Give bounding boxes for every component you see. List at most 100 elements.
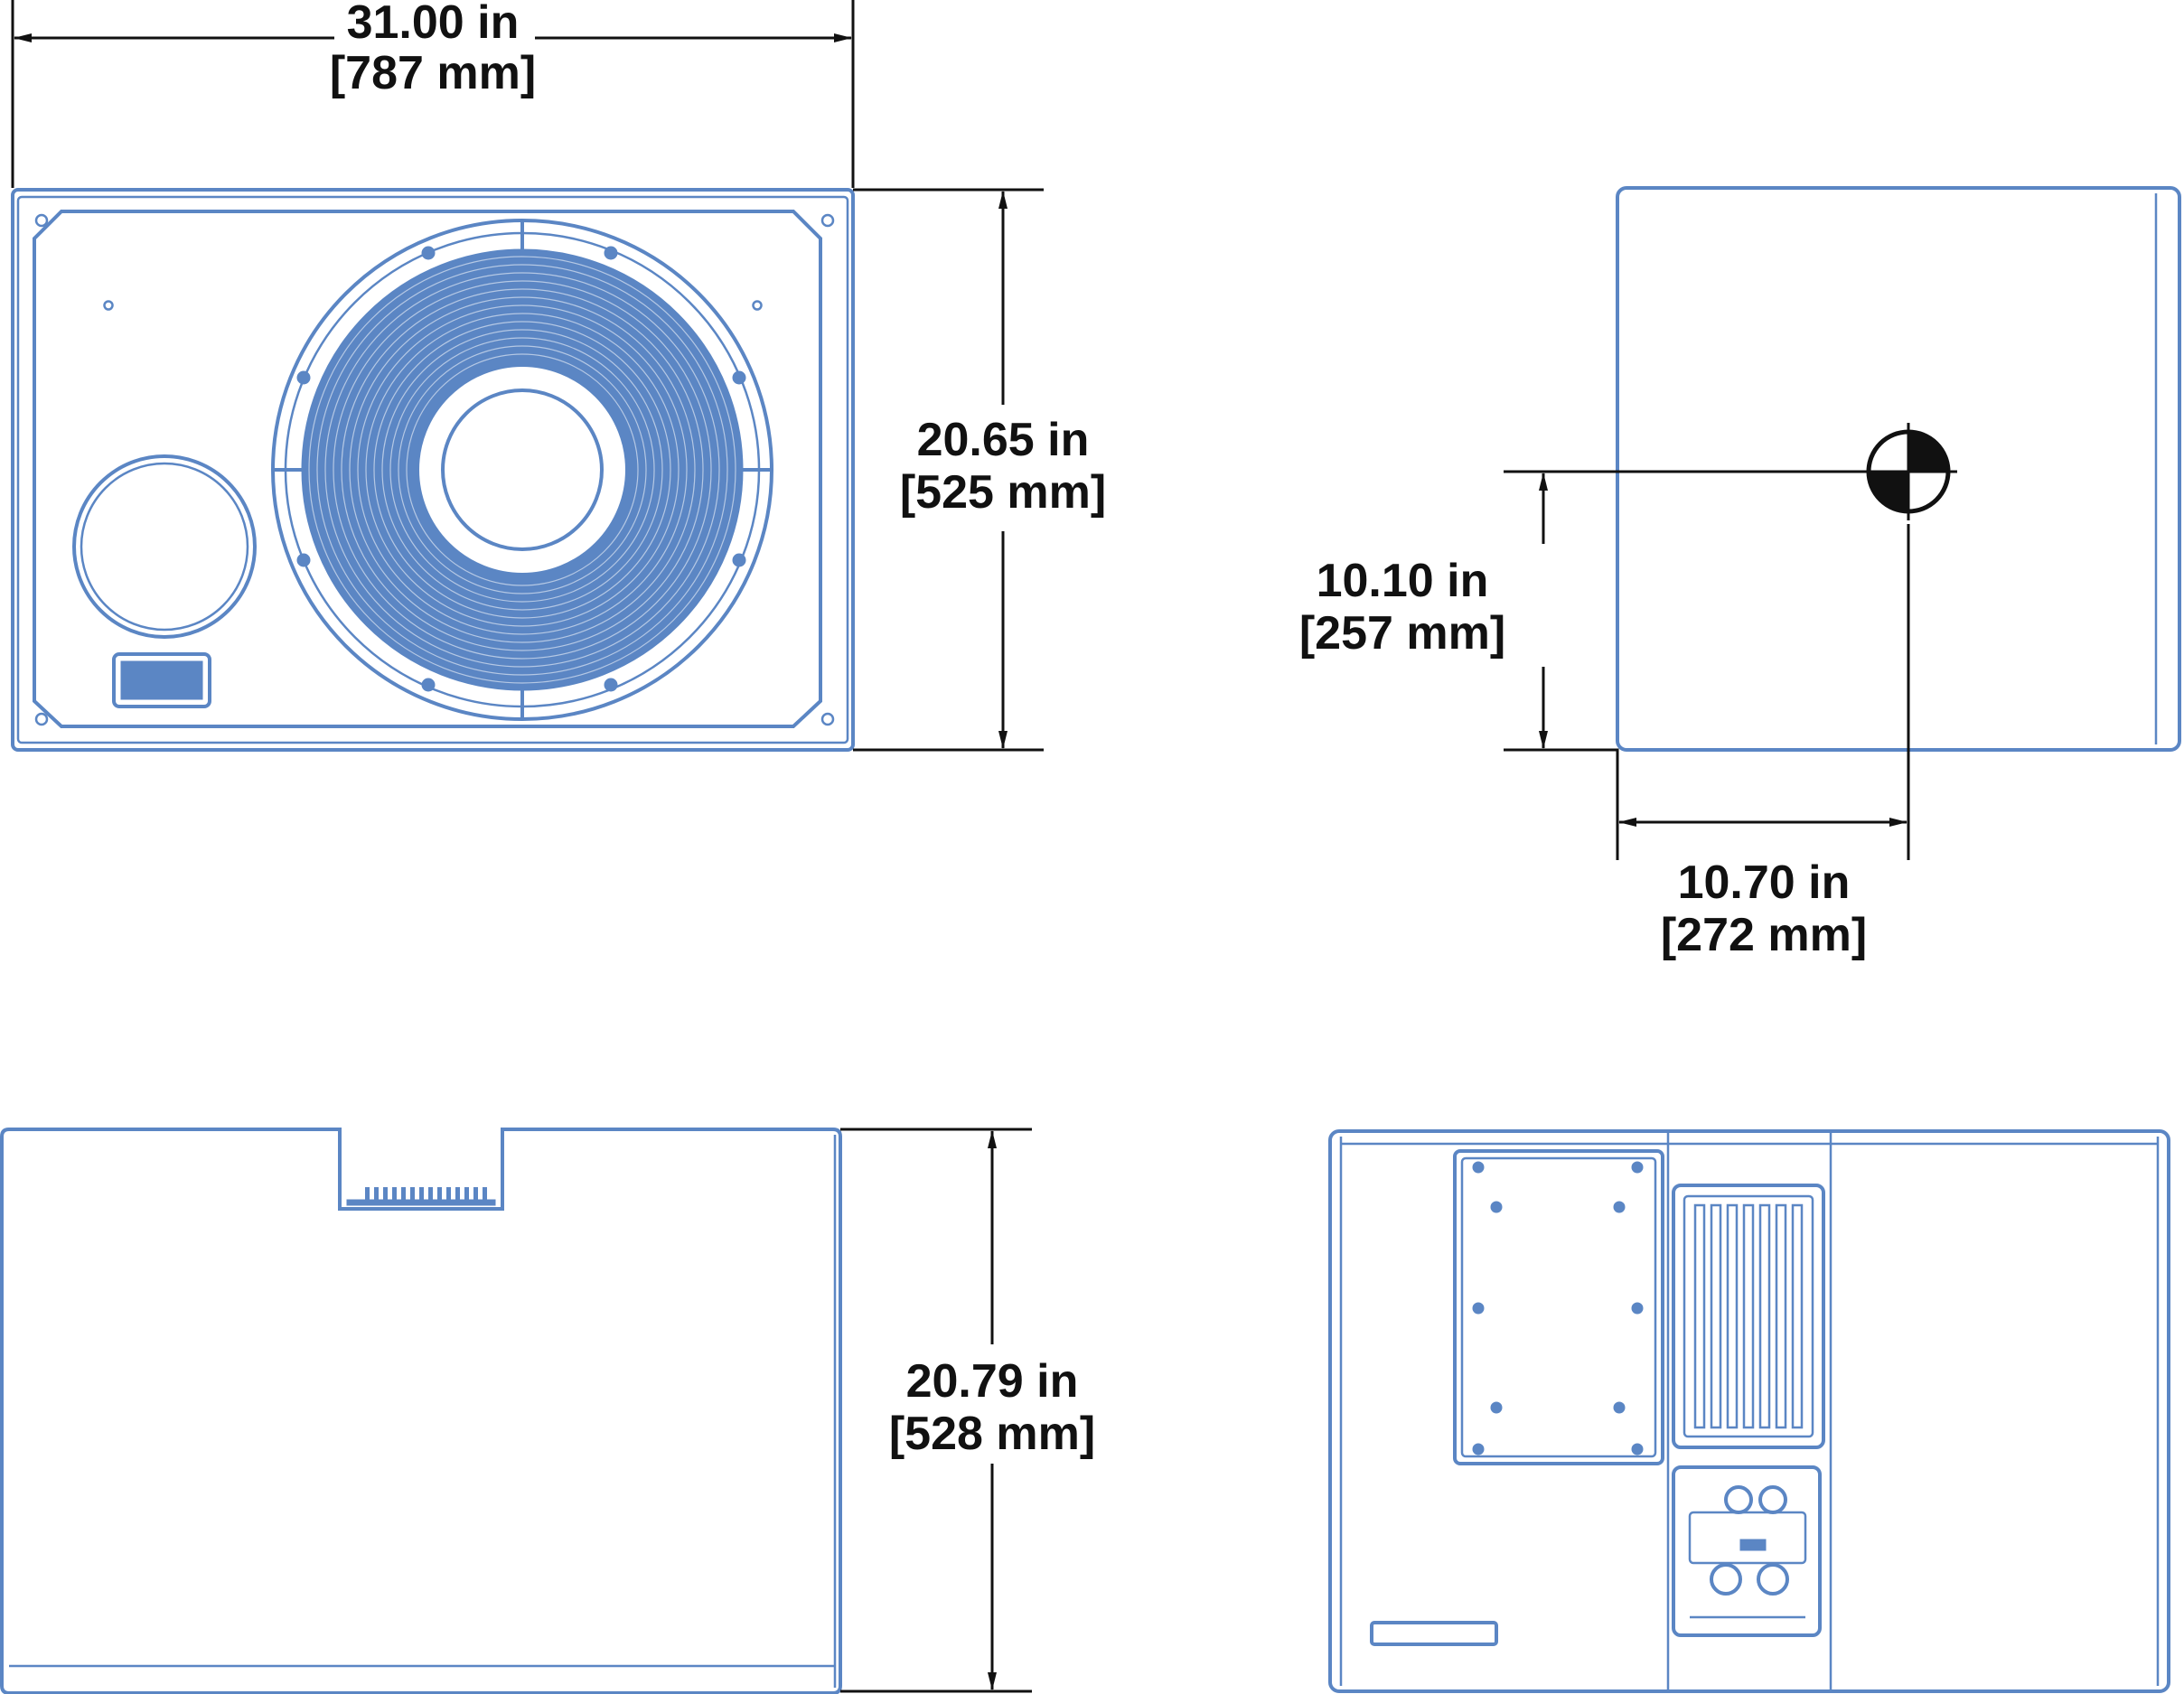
bass-port [72,454,257,639]
screw-icon [1472,1443,1485,1455]
front-cabinet-inner-edge [16,195,849,744]
heatsink-fin [365,1187,370,1202]
screw-icon [421,678,436,692]
connector-icon [1758,1485,1787,1514]
heatsink-fin [483,1187,487,1202]
rear-view [1328,1129,2170,1693]
screw-icon [820,712,835,726]
screw-icon [34,712,49,726]
bass-port-inner [80,462,249,632]
heatsink-fin [473,1187,478,1202]
cone-ring [398,345,647,594]
cone-ring [357,304,688,635]
screw-icon [1631,1443,1644,1455]
heatsink-fin [383,1187,388,1202]
amplifier-heatsink-inner [1683,1194,1814,1438]
rigging-plate [1453,1149,1664,1465]
cone-ring [349,296,696,643]
front-view: 31.00 in [787 mm] 20.65 in [525 mm] [11,0,1106,752]
input-panel-controls [1688,1511,1807,1565]
heatsink-fin [1775,1203,1787,1429]
screw-icon [1631,1302,1644,1315]
top-depth-mm: [528 mm] [889,1408,1095,1460]
heatsink-fin [455,1187,460,1202]
brand-badge-plate [120,660,203,700]
power-switch-icon [1739,1539,1767,1551]
top-view: 20.79 in [528 mm] [0,1128,1095,1694]
cone-ring [406,353,639,586]
top-depth-inches: 20.79 in [906,1355,1079,1408]
heatsink-fin [392,1187,397,1202]
screw-icon [1472,1161,1485,1174]
heatsink-fin [1710,1203,1722,1429]
front-height-inches: 20.65 in [917,414,1090,466]
xlr-input-icon [1710,1563,1742,1596]
heatsink-fin [428,1187,433,1202]
screw-icon [1613,1401,1626,1414]
front-grille-frame [33,210,822,728]
cog-horizontal-inches: 10.70 in [1678,856,1851,909]
heatsink-fin [401,1187,406,1202]
screw-icon [732,370,746,385]
heatsink-fin [446,1187,451,1202]
woofer-cone-rings [308,256,736,684]
screw-icon [421,246,436,260]
heatsink-fin [1726,1203,1739,1429]
screw-icon [752,300,763,311]
cone-ring [365,313,680,627]
front-width-inches: 31.00 in [347,0,520,49]
cog-horizontal-mm: [272 mm] [1661,909,1867,961]
front-height-mm: [525 mm] [900,466,1106,519]
cone-ring [333,280,712,660]
extension-line [1504,748,1619,860]
woofer-dustcap [441,388,604,551]
screw-icon [103,300,114,311]
screw-icon [732,553,746,567]
screw-icon [1490,1401,1503,1414]
screw-icon [1613,1201,1626,1213]
heatsink-fin [464,1187,469,1202]
amplifier-heatsink-icon [346,1187,496,1206]
screw-icon [296,370,311,385]
cone-ring [308,256,736,684]
side-view: 10.10 in [257 mm] 10.70 in [272 mm] [1299,186,2181,961]
center-of-gravity-icon [1860,423,1957,520]
screw-icon [820,213,835,228]
woofer-dustcap-ring [416,363,629,576]
cone-ring [381,329,663,611]
rigging-plate-inner [1460,1156,1657,1458]
xlr-output-icon [1757,1563,1789,1596]
screw-icon [296,553,311,567]
cone-ring [324,272,720,668]
heatsink-fin [410,1187,415,1202]
heatsink-fin-icon [1693,1203,1804,1429]
top-cabinet-outline [0,1128,842,1694]
cone-ring [373,321,671,619]
screw-icon [1490,1201,1503,1213]
cog-vertical-mm: [257 mm] [1299,607,1505,660]
cog-vertical-inches: 10.10 in [1317,555,1489,607]
screw-icon [1631,1161,1644,1174]
heatsink-fin [1742,1203,1755,1429]
screw-icon [1472,1302,1485,1315]
heatsink-fin [1791,1203,1804,1429]
screw-icon [604,246,618,260]
front-cabinet-outline [11,188,855,752]
heatsink-fin [437,1187,442,1202]
connector-icon [1724,1485,1753,1514]
brand-badge-icon [112,652,211,708]
amplifier-heatsink-frame [1672,1184,1825,1449]
woofer [271,219,773,721]
handle-slot [1370,1621,1498,1646]
heatsink-fin [1693,1203,1706,1429]
cone-ring [341,288,704,651]
cone-ring [389,337,655,603]
input-panel [1672,1465,1822,1637]
screw-icon [34,213,49,228]
front-width-mm: [787 mm] [330,47,536,99]
rear-cabinet-outline [1328,1129,2170,1693]
side-cabinet-outline [1616,186,2181,752]
screw-icon [604,678,618,692]
heatsink-fin [1758,1203,1771,1429]
